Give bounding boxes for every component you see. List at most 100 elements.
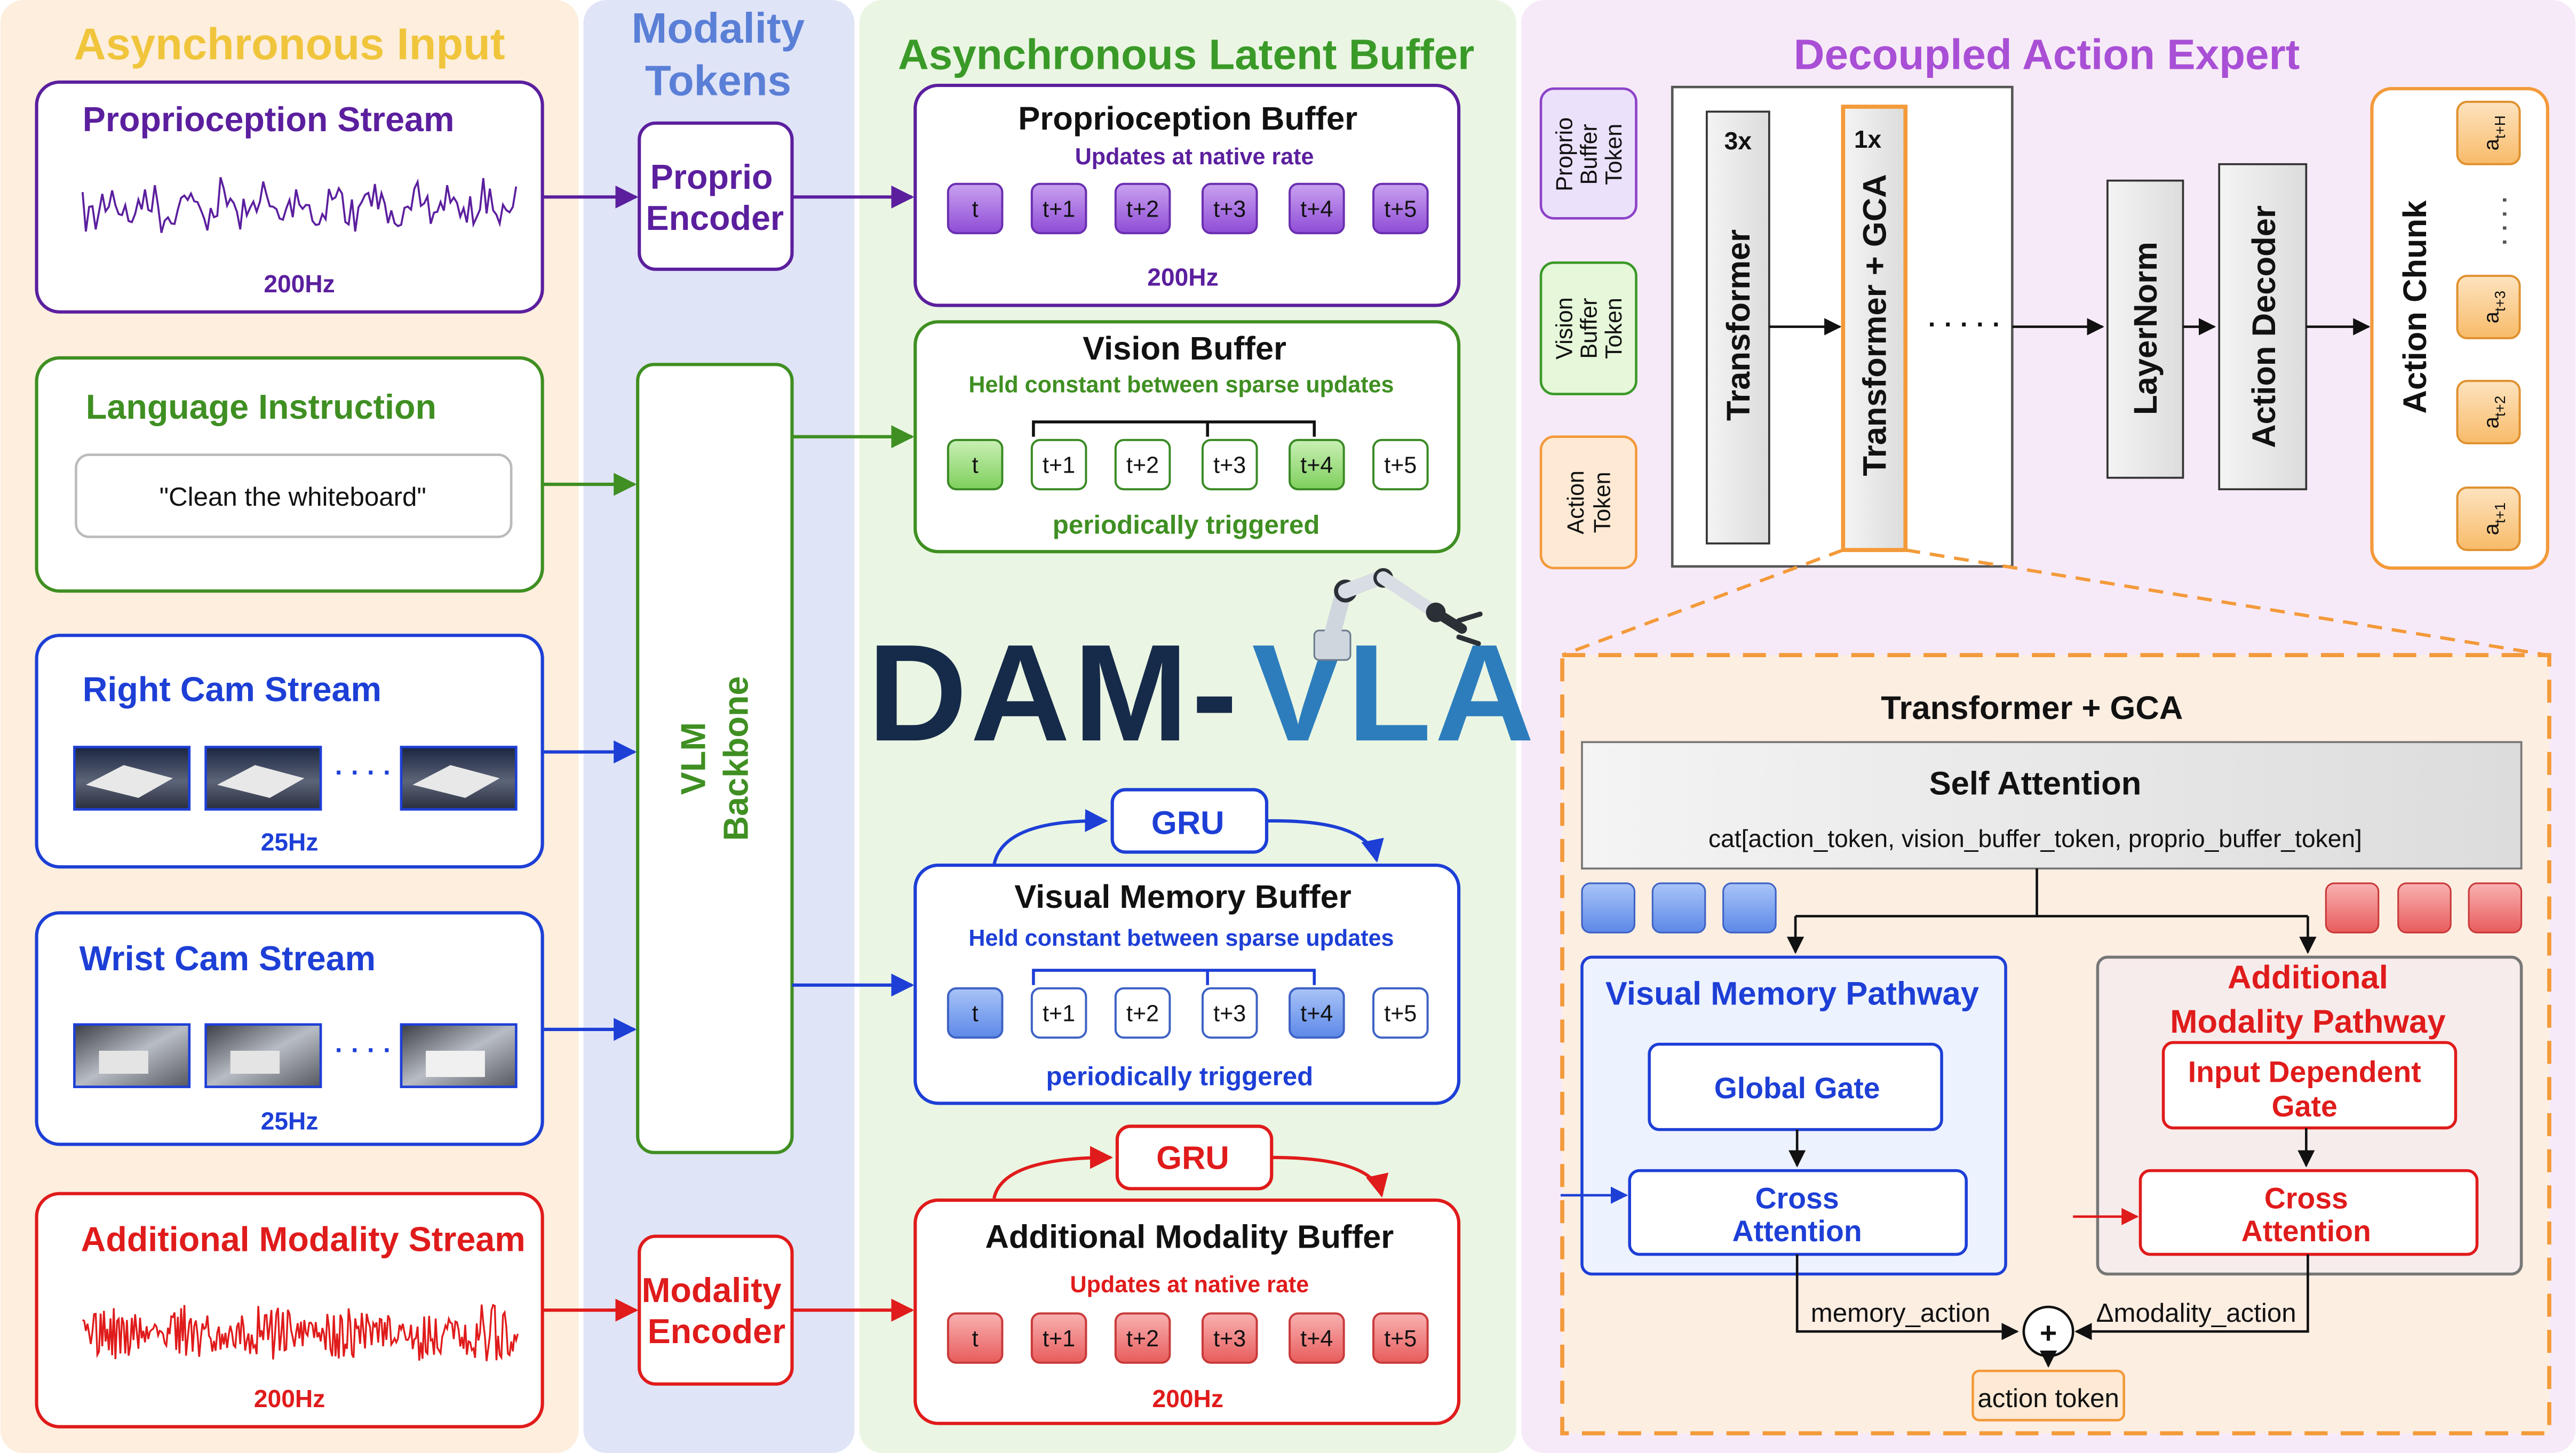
proprioception-buffer-subtitle: Updates at native rate [1075,144,1314,170]
wrist-cam-frame-2 [204,1023,322,1088]
visual-memory-buffer-bracket [1032,969,1316,985]
visual-memory-buffer-cell-label-5: t+5 [1384,1001,1417,1026]
vision-buffer-subtitle: Held constant between sparse updates [968,372,1394,398]
language-instruction-title: Language Instruction [86,387,436,426]
vlm-backbone-label-2: Backbone [716,676,755,841]
visual-memory-buffer-trigger: periodically triggered [1046,1062,1314,1091]
action-token-box: Action Token [1539,435,1637,570]
transformer-block: 3x Transformer [1706,110,1770,545]
additional-buffer-cell-4 [1289,1312,1345,1364]
proprioception-buffer-title: Proprioception Buffer [1018,100,1357,137]
input-dependent-gate-label-1: Input Dependent [2188,1055,2421,1088]
vision-buffer-cell-4 [1289,438,1345,491]
visual-memory-buffer-cell-label-3: t+3 [1213,1001,1246,1026]
additional-modality-pathway-title-2: Modality Pathway [2170,1003,2445,1040]
gru-label-2: GRU [1156,1140,1229,1177]
proprio-token-line-2: Buffer [1577,124,1602,185]
language-instruction-box: Language Instruction "Clean the whiteboa… [35,356,544,593]
additional-modality-pathway-title-1: Additional [2228,959,2388,996]
gru-1-out-arrow [1266,819,1384,863]
input-dependent-gate-label-2: Gate [2272,1090,2338,1123]
additional-buffer-cell-0 [947,1312,1004,1364]
vision-buffer-cell-label-3: t+3 [1213,452,1246,478]
layernorm-label: LayerNorm [2127,242,2164,415]
action-chunk-token-0 [2456,100,2521,165]
proprio-buffer-cell-label-3: t+3 [1213,196,1246,222]
vision-buffer-cell-0 [947,438,1004,491]
vlm-backbone-label-1: VLM [673,722,712,795]
gru-box-1: GRU [992,788,1384,866]
proprio-buffer-cell-2 [1114,182,1171,235]
vision-buffer-cell-1 [1030,438,1087,491]
gru-label-1: GRU [1151,805,1225,842]
memory-cross-attention-label-1: Cross [1755,1181,1839,1215]
vision-buffer-cell-label-4: t+4 [1300,452,1333,478]
visual-memory-buffer-cell-label-1: t+1 [1043,1001,1075,1026]
output-action-token-box: action token [1971,1369,2125,1422]
proprio-buffer-cell-label-2: t+2 [1126,196,1159,222]
additional-buffer-cell-label-3: t+3 [1213,1326,1246,1352]
input-dependent-gate-box [2161,1041,2458,1130]
proprioception-stream-title: Proprioception Stream [83,100,455,139]
layernorm-block: LayerNorm [2106,179,2184,479]
zoom-line-left [1561,548,1844,657]
additional-modality-pathway-box: Additional Modality Pathway Input Depend… [2073,955,2523,1276]
visual-memory-buffer-cell-label-2: t+2 [1126,1001,1159,1026]
modality-token-squares [2325,882,2523,933]
memory-cross-attention-label-2: Attention [1732,1215,1862,1248]
wrist-cam-frame-3 [400,1023,518,1088]
additional-modality-buffer-title: Additional Modality Buffer [985,1218,1394,1255]
visual-memory-buffer-cell-5 [1372,987,1429,1039]
action-chunk-token-1 [2456,275,2521,340]
proprio-token-line-1: Proprio [1552,117,1577,191]
wrist-cam-ellipsis: · · · · [335,1035,392,1065]
action-chunk-label: Action Chunk [2397,200,2434,414]
additional-modality-buffer-subtitle: Updates at native rate [1070,1272,1309,1297]
additional-buffer-cell-1 [1030,1312,1087,1364]
expert-section-title: Decoupled Action Expert [1794,30,2300,78]
self-attention-concat: cat[action_token, vision_buffer_token, p… [1708,825,2362,852]
additional-buffer-cell-label-4: t+4 [1300,1326,1333,1352]
proprio-buffer-cell-5 [1372,182,1429,235]
logo-text-vla: VLA [1252,616,1538,770]
right-cam-stream-box: Right Cam Stream · · · · 25Hz [35,634,544,869]
proprioception-stream-rate: 200Hz [264,270,335,298]
vision-buffer-cell-label-5: t+5 [1384,452,1417,478]
proprio-encoder-label-1: Proprio [650,157,773,196]
vision-buffer-box: Vision Buffer Held constant between spar… [913,320,1461,554]
additional-buffer-cell-2 [1114,1312,1171,1364]
instruction-text: "Clean the whiteboard" [160,482,426,512]
self-attention-box: Self Attention cat[action_token, vision_… [1581,741,2523,870]
proprio-encoder-box: Proprio Encoder [638,121,794,271]
vision-buffer-cell-2 [1114,438,1171,491]
additional-buffer-cell-label-0: t [972,1326,979,1352]
additional-buffer-cell-label-1: t+1 [1043,1326,1075,1352]
modality-encoder-label-1: Modality [642,1271,782,1310]
vision-token-line-2: Buffer [1577,298,1602,359]
vision-buffer-cell-label-2: t+2 [1126,452,1159,478]
proprioception-stream-box: Proprioception Stream 200Hz [35,80,544,314]
action-token-line-2: Token [1589,472,1615,533]
additional-modality-buffer-box: Additional Modality Buffer Updates at na… [913,1198,1461,1425]
self-attention-label: Self Attention [1929,765,2142,802]
transformer-gca-repeat-label: 1x [1854,125,1882,153]
additional-signal-wave [82,1304,519,1361]
sum-plus-sign: + [2040,1316,2057,1350]
additional-buffer-cell-3 [1201,1312,1258,1364]
additional-modality-stream-box: Additional Modality Stream 200Hz [35,1192,544,1428]
instruction-text-field [75,453,513,538]
additional-modality-stream-title: Additional Modality Stream [81,1219,526,1258]
wrist-cam-frame-1 [73,1023,191,1088]
visual-memory-buffer-cell-label-0: t [972,1001,979,1026]
action-chunk-token-3 [2456,486,2521,552]
right-cam-ellipsis: · · · · [335,758,392,787]
proprio-buffer-cell-label-4: t+4 [1300,196,1333,222]
buffer-section-title: Asynchronous Latent Buffer [898,30,1474,78]
global-gate-box [1648,1042,1943,1131]
action-chunk-token-label-1: at+3 [2479,291,2508,324]
